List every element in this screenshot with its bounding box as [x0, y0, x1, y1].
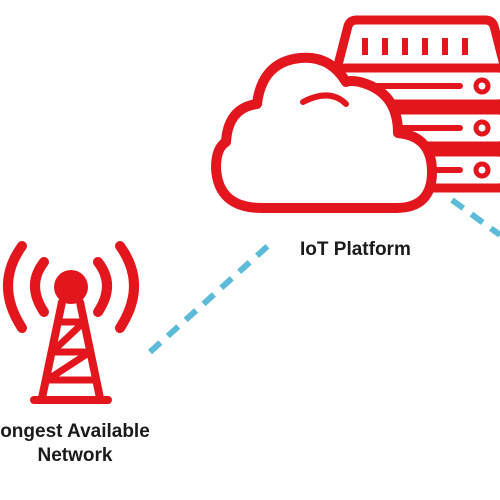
connector-server-to-right	[450, 197, 500, 238]
network-label-line2: Network	[37, 445, 113, 466]
cell-tower-icon	[3, 241, 139, 404]
network-label-line1: ongest Available	[0, 421, 150, 442]
network-label: ongest Available Network	[0, 420, 190, 468]
platform-label: IoT Platform	[300, 239, 411, 260]
connector-tower-to-cloud	[147, 241, 273, 355]
cloud-icon	[211, 52, 437, 213]
